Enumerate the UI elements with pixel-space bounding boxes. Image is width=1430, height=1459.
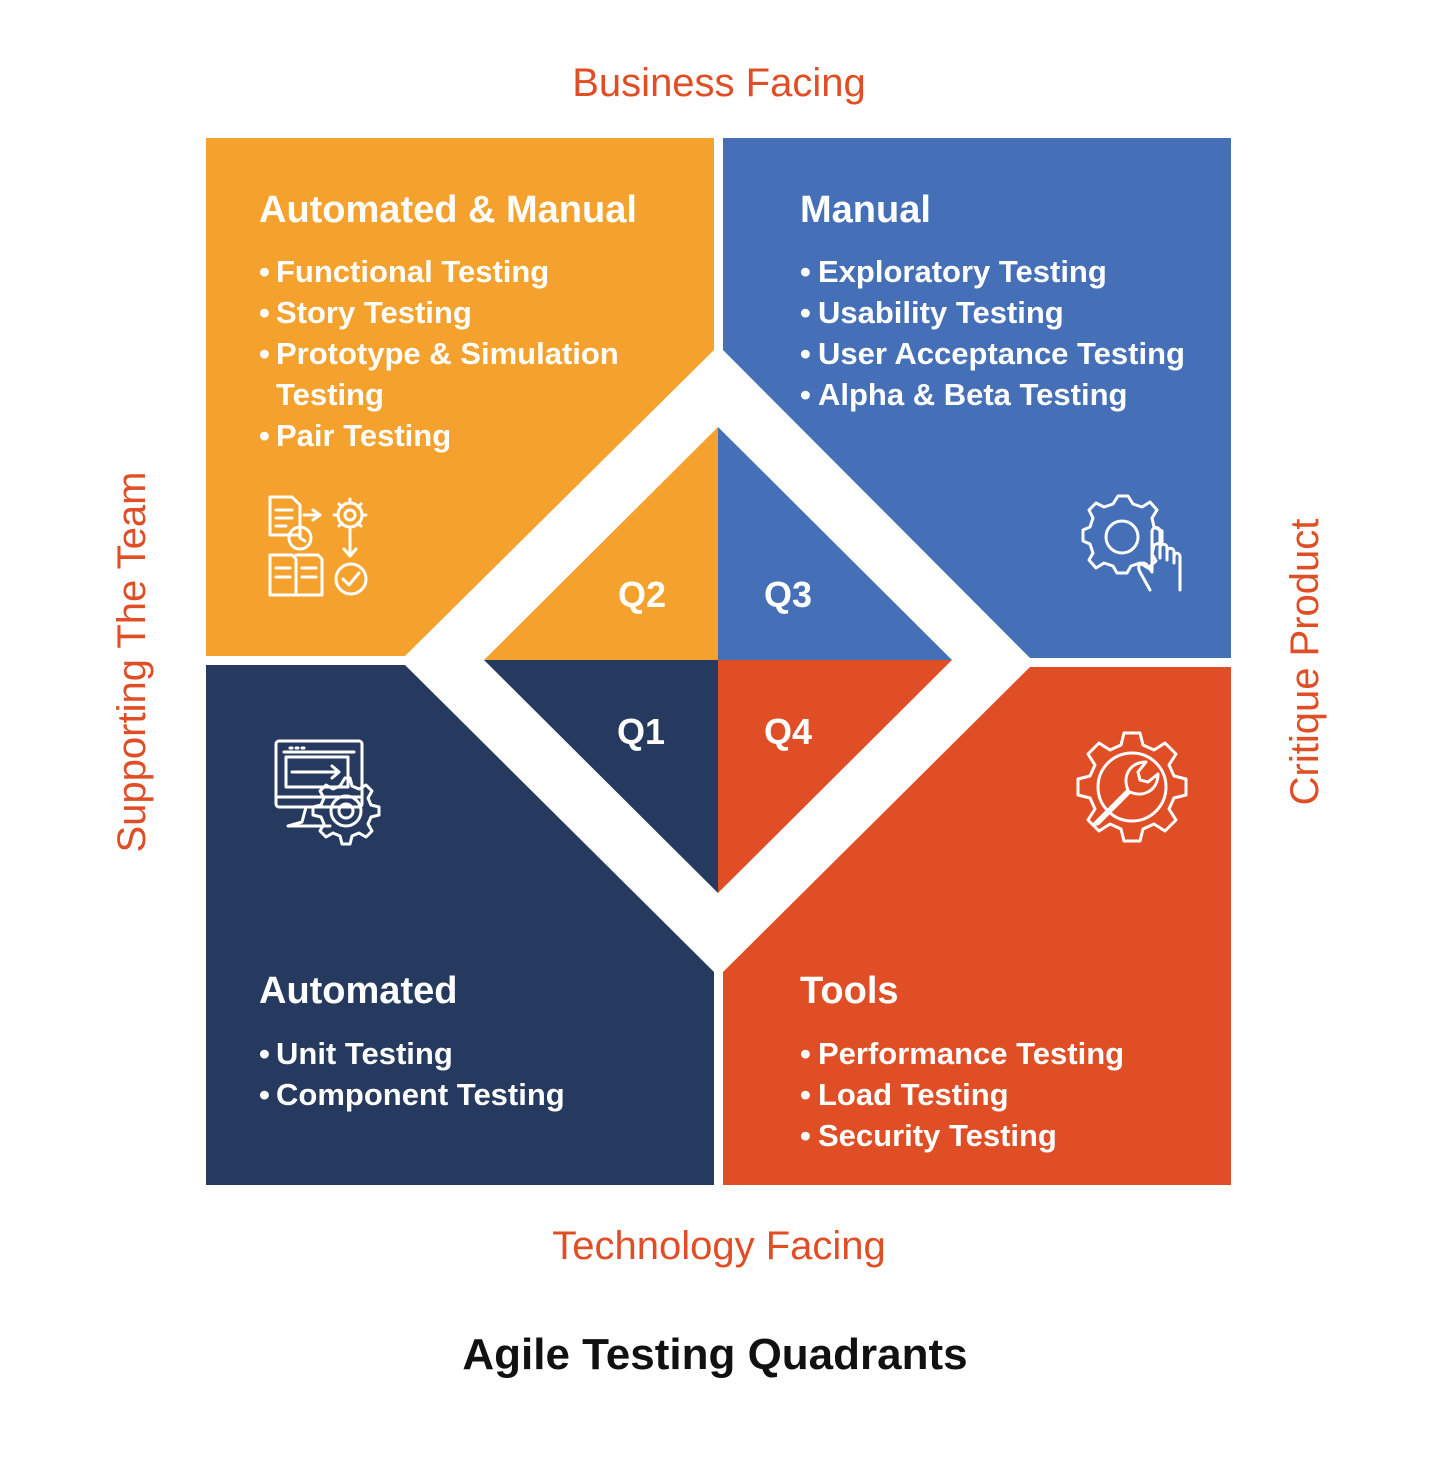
axis-label-left: Supporting The Team (110, 472, 154, 853)
q2-number: Q2 (618, 574, 666, 615)
q4-bullet: • (800, 1077, 811, 1112)
q1-item: Component Testing (276, 1077, 565, 1112)
q3-item: Usability Testing (818, 295, 1064, 330)
axis-label-right: Critique Product (1283, 519, 1327, 806)
q2-bullet: • (259, 295, 270, 330)
q3-bullet: • (800, 336, 811, 371)
q1-title: Automated (259, 970, 457, 1012)
q2-item-continuation: Testing (276, 377, 384, 412)
q4-panel (723, 667, 1231, 1185)
axis-label-top: Business Facing (572, 61, 865, 105)
q3-title: Manual (800, 189, 931, 231)
q3-bullet: • (800, 295, 811, 330)
q2-bullet: • (259, 254, 270, 289)
gear-hand-icon (1081, 494, 1182, 592)
q4-bullet: • (800, 1036, 811, 1071)
q2-item: Story Testing (276, 295, 472, 330)
q4-item: Performance Testing (818, 1036, 1124, 1071)
q3-item: Alpha & Beta Testing (818, 377, 1127, 412)
q1-bullet: • (259, 1077, 270, 1112)
q2-center-triangle (484, 427, 718, 660)
q4-item-list: • Performance Testing • Load Testing • S… (800, 1036, 1124, 1153)
q4-title: Tools (800, 970, 899, 1012)
q1-item: Unit Testing (276, 1036, 453, 1071)
q2-bullet: • (259, 418, 270, 453)
q1-center-triangle (484, 660, 718, 893)
axis-label-bottom: Technology Facing (552, 1224, 886, 1268)
q3-item: User Acceptance Testing (818, 336, 1185, 371)
q1-number: Q1 (617, 711, 665, 752)
document-workflow-gear-icon (268, 495, 368, 597)
q4-center-triangle (718, 660, 952, 893)
q2-item: Functional Testing (276, 254, 549, 289)
q1-item-list: • Unit Testing • Component Testing (259, 1036, 565, 1112)
q2-item-list: • Functional Testing • Story Testing • P… (259, 254, 619, 453)
gear-wrench-icon (1076, 731, 1188, 843)
q1-panel (206, 665, 714, 1185)
q2-title: Automated & Manual (259, 189, 637, 231)
q2-item: Pair Testing (276, 418, 451, 453)
q4-item: Load Testing (818, 1077, 1009, 1112)
q3-bullet: • (800, 377, 811, 412)
q3-item: Exploratory Testing (818, 254, 1107, 289)
q3-number: Q3 (764, 574, 812, 615)
q2-panel (206, 138, 714, 656)
q4-number: Q4 (764, 711, 812, 752)
q2-item: Prototype & Simulation (276, 336, 619, 371)
page-title: Agile Testing Quadrants (462, 1330, 967, 1379)
q2-bullet: • (259, 336, 270, 371)
q3-center-triangle (718, 427, 952, 660)
q3-item-list: • Exploratory Testing • Usability Testin… (800, 254, 1185, 412)
q1-bullet: • (259, 1036, 270, 1071)
q3-bullet: • (800, 254, 811, 289)
monitor-gear-icon (274, 739, 381, 846)
q3-panel (723, 138, 1231, 658)
q4-bullet: • (800, 1118, 811, 1153)
q4-item: Security Testing (818, 1118, 1057, 1153)
